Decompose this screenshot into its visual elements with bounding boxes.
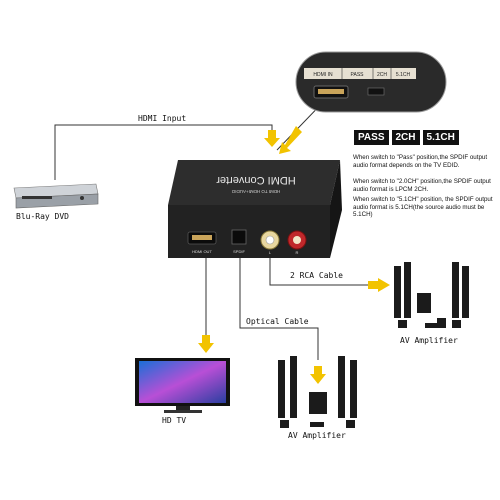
switch-knob-icon bbox=[367, 87, 385, 96]
panel-pass-label: PASS bbox=[351, 72, 365, 78]
blu-ray-label: Blu-Ray DVD bbox=[16, 212, 69, 221]
arrow-panel bbox=[279, 126, 302, 154]
hdmi-input-line bbox=[54, 124, 273, 180]
speaker-system-bottom-icon bbox=[278, 356, 357, 428]
av-amplifier-right-label: AV Amplifier bbox=[400, 336, 458, 345]
panel-2ch-label: 2CH bbox=[377, 72, 387, 78]
port-r-label: R bbox=[296, 250, 299, 255]
port-spdif-label: SPDIF bbox=[233, 249, 245, 254]
spdif-port-icon bbox=[231, 229, 247, 245]
badge-pass: PASS bbox=[354, 130, 389, 145]
device-name: HDMI Converter bbox=[216, 174, 296, 186]
rca-cable-label: 2 RCA Cable bbox=[290, 271, 343, 280]
speaker-system-right-icon bbox=[394, 262, 469, 328]
port-l-label: L bbox=[269, 250, 272, 255]
panel-hdmi-in-label: HDMI IN bbox=[313, 72, 333, 78]
arrow-optical bbox=[310, 366, 326, 384]
optical-cable-line bbox=[239, 245, 319, 360]
arrow-rca bbox=[368, 278, 390, 292]
hd-tv-label: HD TV bbox=[162, 416, 187, 425]
optical-cable-label: Optical Cable bbox=[246, 317, 309, 326]
switch-panel-inset bbox=[295, 51, 447, 113]
note-2ch: When switch to "2.0CH" position,the SPDI… bbox=[353, 178, 491, 193]
port-hdmi-out-label: HDMI OUT bbox=[192, 249, 212, 254]
panel-5-1ch-label: 5.1CH bbox=[396, 72, 411, 78]
arrow-hdmi-input bbox=[264, 130, 280, 147]
av-amplifier-bottom-label: AV Amplifier bbox=[288, 431, 346, 440]
blu-ray-player-icon bbox=[13, 183, 99, 209]
yellow-arrows bbox=[198, 126, 390, 384]
mode-badges: PASS 2CH 5.1CH bbox=[354, 130, 459, 145]
badge-5-1ch: 5.1CH bbox=[422, 130, 459, 145]
rca-cable-line bbox=[269, 255, 385, 286]
device-subtitle: HDMI TO HDMI+AUDIO bbox=[231, 189, 280, 194]
hdmi-input-label: HDMI Input bbox=[138, 114, 187, 123]
arrow-hd-tv bbox=[198, 335, 214, 353]
hd-tv-icon bbox=[135, 358, 230, 413]
hdmi-converter-box bbox=[168, 160, 342, 258]
note-pass: When switch to "Pass" position,the SPDIF… bbox=[353, 154, 488, 169]
badge-2ch: 2CH bbox=[391, 130, 420, 145]
note-5-1ch: When switch to "5.1CH" position, the SPD… bbox=[353, 196, 493, 219]
